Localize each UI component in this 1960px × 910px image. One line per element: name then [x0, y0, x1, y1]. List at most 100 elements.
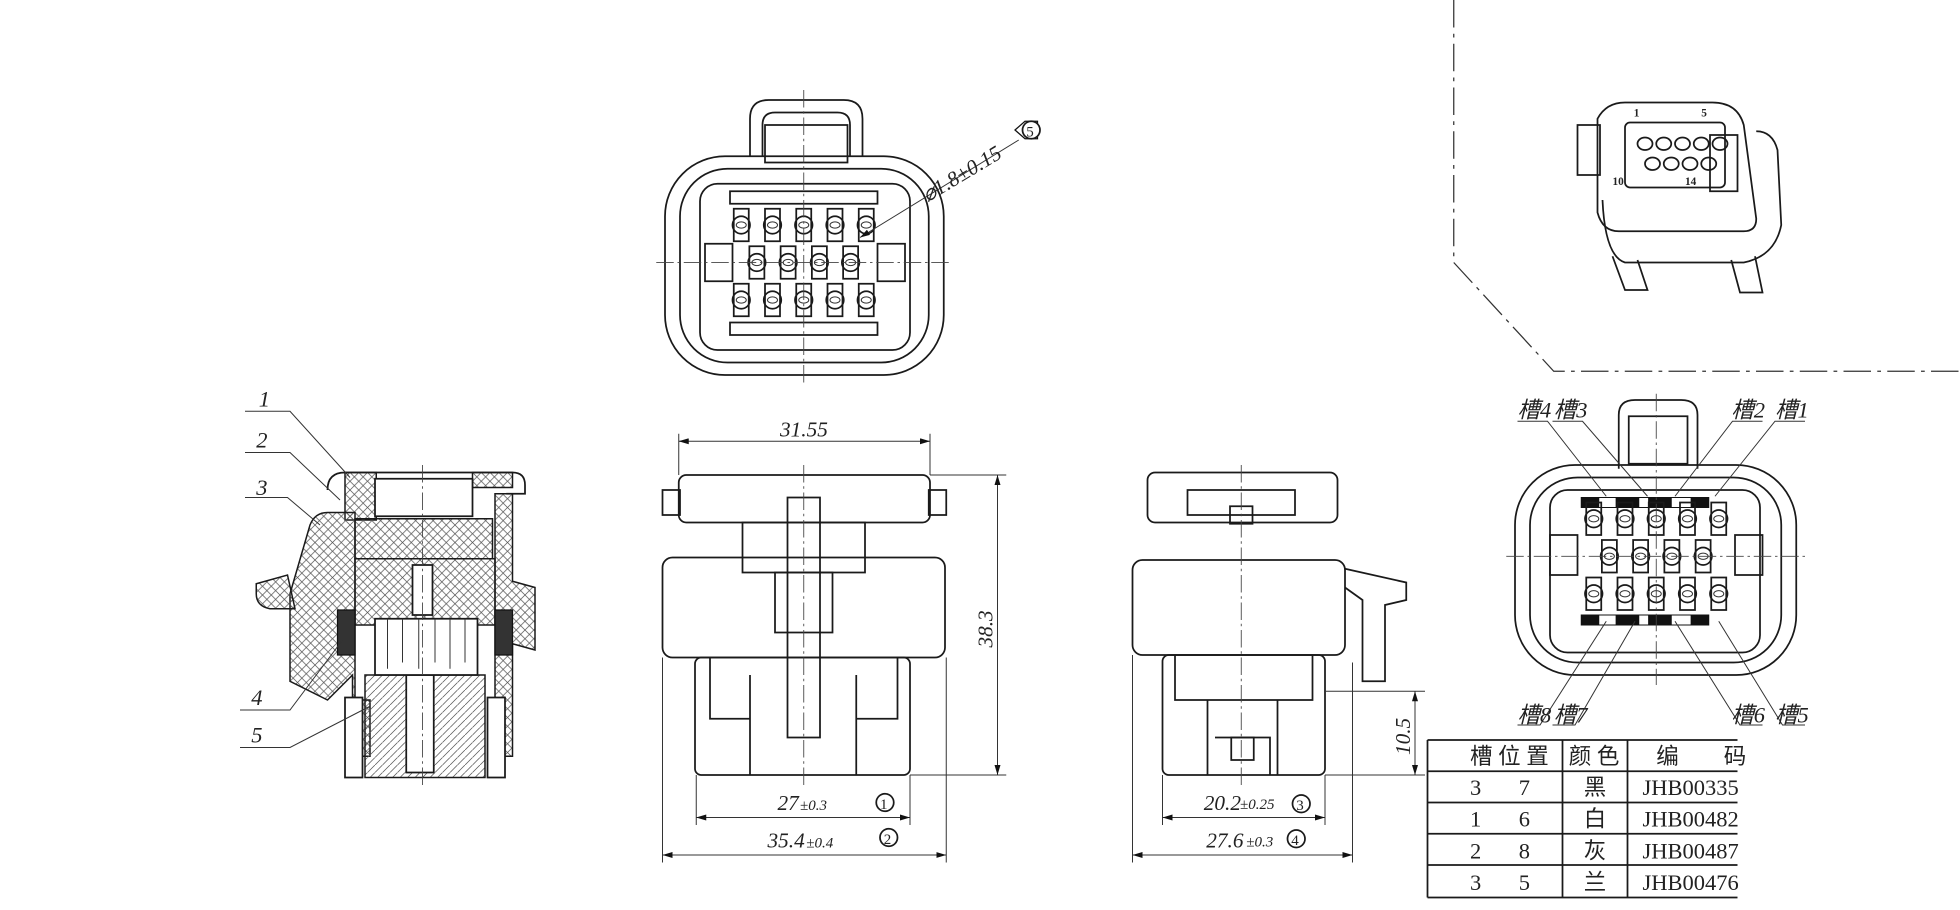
callout-5: 5 — [251, 723, 262, 748]
table-cell-color: 灰 — [1584, 838, 1607, 863]
pin-cavity — [762, 207, 783, 243]
table-cell-slot-a: 2 — [1470, 838, 1481, 863]
pin-cavity — [1677, 576, 1698, 611]
height-dimension: 38.3 — [974, 610, 998, 648]
svg-text:1: 1 — [1634, 107, 1640, 119]
pin-cavity — [1677, 501, 1698, 536]
iso-pin-hole — [1655, 136, 1673, 151]
svg-text:±0.4: ±0.4 — [806, 836, 833, 852]
slot-label-8: 槽8 — [1518, 703, 1552, 728]
svg-text:10: 10 — [1613, 176, 1625, 188]
slot-label-5: 槽5 — [1775, 703, 1809, 728]
table-cell-color: 白 — [1584, 807, 1607, 832]
iso-pin-hole — [1681, 156, 1699, 171]
front-view: ⌀1.8±0.15 5 — [656, 90, 1041, 385]
table-row: 2 8 灰 JHB00487 — [1470, 838, 1739, 863]
slot-marker — [1690, 614, 1710, 626]
dimension-27: 27 ±0.3 1 — [778, 791, 895, 815]
iso-pin-hole — [1711, 136, 1729, 151]
svg-text:1: 1 — [880, 797, 888, 813]
callout-3: 3 — [255, 475, 267, 500]
svg-text:35.4: 35.4 — [767, 829, 806, 853]
slot-marker — [1648, 614, 1672, 626]
pin-cavity — [856, 207, 876, 243]
callout-4: 4 — [251, 685, 262, 710]
slot-label-7: 槽7 — [1554, 703, 1590, 728]
table-cell-slot-b: 5 — [1519, 870, 1530, 895]
slot-label-4: 槽4 — [1518, 398, 1552, 423]
slot-label-3: 槽3 — [1554, 398, 1588, 423]
side-view-b: 10.5 20.2 ±0.25 3 27.6 ±0.3 4 — [1131, 465, 1425, 863]
svg-text:27: 27 — [778, 791, 801, 815]
table-cell-code: JHB00487 — [1643, 838, 1739, 863]
table-row: 3 7 黑 JHB00335 — [1470, 775, 1739, 800]
svg-text:14: 14 — [1685, 176, 1697, 188]
table-cell-color: 兰 — [1584, 870, 1607, 895]
svg-text:±0.3: ±0.3 — [1246, 834, 1273, 850]
slot-marker — [1670, 614, 1692, 626]
dimension-27-6: 27.6 ±0.3 4 — [1206, 829, 1306, 853]
svg-text:5: 5 — [1701, 107, 1707, 119]
section-view: 1 2 3 4 5 — [240, 386, 536, 788]
part-table: 槽 位 置 颜 色 编 码 3 7 黑 JHB00335 1 6 白 JHB00482 2 8 灰 J… — [1426, 739, 1746, 899]
iso-view-boundary — [1453, 0, 1960, 372]
pin-cavity — [1584, 576, 1604, 611]
table-header-code: 编 码 — [1656, 744, 1746, 769]
pin-cavity — [1615, 501, 1635, 536]
isometric-view: 1 5 10 14 — [1576, 101, 1783, 294]
svg-text:20.2: 20.2 — [1204, 791, 1242, 815]
table-cell-slot-a: 1 — [1470, 807, 1481, 832]
slot-leaders — [1517, 420, 1805, 726]
svg-text:4: 4 — [1291, 833, 1299, 849]
pin-cavity — [825, 207, 845, 243]
pin-cavity — [1584, 501, 1604, 536]
table-cell-slot-a: 3 — [1470, 775, 1481, 800]
iso-pin-hole — [1674, 136, 1691, 151]
callout-2: 2 — [256, 428, 267, 453]
side-height-dimension: 10.5 — [1391, 718, 1415, 755]
table-cell-color: 黑 — [1584, 775, 1607, 800]
table-cell-slot-b: 8 — [1519, 838, 1530, 863]
pin-cavity — [1709, 576, 1729, 611]
table-cell-slot-b: 6 — [1519, 807, 1530, 832]
slot-label-2: 槽2 — [1731, 398, 1765, 423]
pin-cavity — [825, 282, 845, 318]
side-view-a: 31.55 38.3 27 ±0.3 1 35.4 ±0.4 2 — [661, 417, 1007, 863]
slot-marker — [1598, 614, 1617, 626]
table-row: 1 6 白 JHB00482 — [1470, 807, 1739, 832]
iso-pin-hole — [1644, 156, 1661, 171]
table-cell-slot-b: 7 — [1519, 775, 1530, 800]
iso-pin-hole — [1636, 136, 1654, 151]
slot-marker — [1638, 497, 1650, 508]
slot-marker — [1638, 614, 1650, 626]
width-dimension: 31.55 — [779, 417, 828, 441]
svg-text:2: 2 — [884, 832, 892, 848]
svg-text:±0.25: ±0.25 — [1240, 797, 1275, 813]
table-cell-code: JHB00335 — [1643, 775, 1739, 800]
iso-pin-hole — [1692, 136, 1710, 151]
slot-label-6: 槽6 — [1731, 703, 1766, 728]
pin-diameter-dimension: ⌀1.8±0.15 — [918, 141, 1006, 207]
svg-text:±0.3: ±0.3 — [800, 798, 827, 814]
callout-leaders — [240, 410, 371, 748]
pin-cavity — [856, 282, 876, 318]
pin-cavity — [762, 282, 783, 318]
table-header-slot: 槽 位 置 — [1470, 744, 1549, 769]
callout-1: 1 — [259, 386, 270, 411]
slot-marker — [1615, 614, 1640, 626]
iso-pin-hole — [1662, 156, 1680, 171]
ref-marker-5: 5 — [1014, 120, 1041, 140]
pin-cavity — [1615, 576, 1635, 611]
svg-text:27.6: 27.6 — [1206, 829, 1244, 853]
pin-cavity — [731, 282, 751, 318]
table-cell-code: JHB00476 — [1643, 870, 1739, 895]
pin-cavity — [731, 207, 751, 243]
svg-text:5: 5 — [1026, 124, 1034, 140]
table-cell-code: JHB00482 — [1643, 807, 1739, 832]
table-header-color: 颜 色 — [1569, 744, 1620, 769]
slot-marker — [1580, 614, 1600, 626]
dimension-20-2: 20.2 ±0.25 3 — [1204, 791, 1311, 815]
slot-label-1: 槽1 — [1775, 398, 1809, 423]
